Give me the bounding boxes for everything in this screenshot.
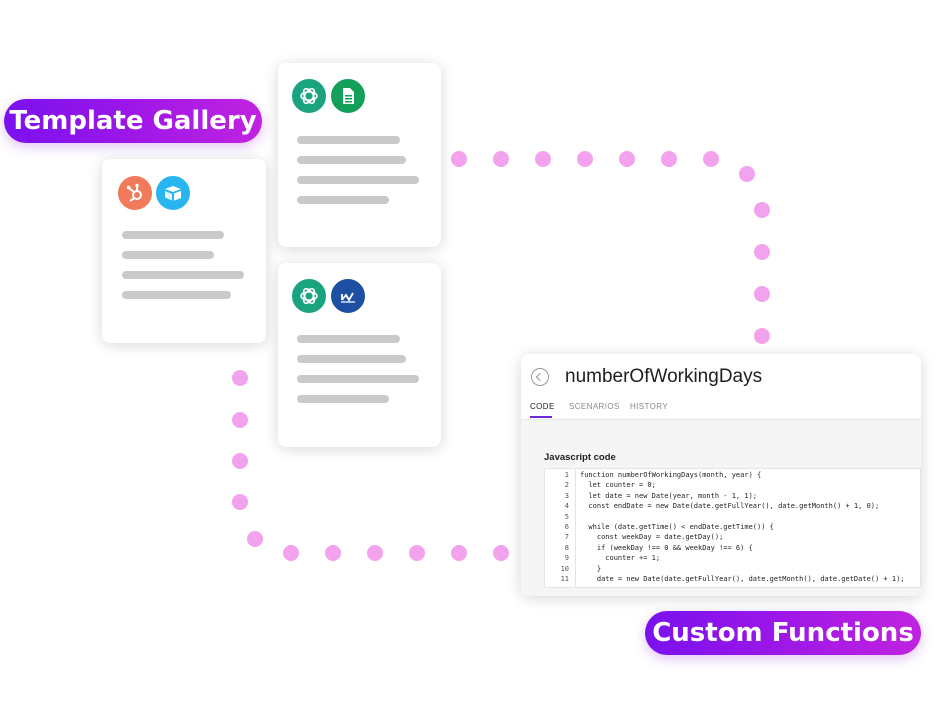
tab-scenarios[interactable]: SCENARIOS — [569, 402, 620, 411]
line-number: 3 — [564, 491, 569, 500]
template-card-hubspot-airtable[interactable] — [102, 159, 266, 343]
placeholder-line — [297, 335, 400, 343]
line-number: 4 — [564, 502, 569, 511]
code-line: if (weekDay !== 0 && weekDay !== 6) { — [580, 543, 753, 552]
code-line: let counter = 0; — [580, 481, 656, 490]
connector-dot — [232, 494, 248, 510]
line-number: 6 — [564, 523, 569, 531]
connector-dot — [661, 151, 677, 167]
connector-dot — [754, 286, 770, 302]
code-line: date = new Date(date.getFullYear(), date… — [580, 575, 905, 583]
webflow-icon — [329, 277, 367, 315]
connector-dot — [754, 244, 770, 260]
line-number: 5 — [564, 512, 569, 521]
connector-dot — [619, 151, 635, 167]
template-card-openai-webflow[interactable] — [278, 263, 441, 447]
line-number: 2 — [564, 481, 569, 490]
connector-dot — [232, 453, 248, 469]
connector-dot — [232, 370, 248, 386]
connector-dot — [247, 531, 263, 547]
code-section-label: Javascript code — [544, 452, 616, 463]
line-number: 11 — [560, 575, 569, 583]
placeholder-line — [122, 291, 231, 299]
connector-dot — [232, 412, 248, 428]
custom-function-editor: numberOfWorkingDays CODE SCENARIOS HISTO… — [521, 354, 921, 596]
connector-dot — [451, 151, 467, 167]
connector-dot — [535, 151, 551, 167]
placeholder-line — [122, 251, 214, 259]
connector-dot — [451, 545, 467, 561]
code-line: while (date.getTime() < endDate.getTime(… — [580, 523, 774, 531]
connector-dot — [283, 545, 299, 561]
line-number: 9 — [564, 554, 569, 563]
function-title: numberOfWorkingDays — [565, 366, 763, 387]
connector-dot — [493, 545, 509, 561]
code-line: const endDate = new Date(date.getFullYea… — [580, 502, 880, 511]
google-sheets-icon — [329, 77, 367, 115]
openai-icon — [290, 277, 328, 315]
code-line: const weekDay = date.getDay(); — [580, 533, 724, 542]
airtable-icon — [154, 174, 192, 212]
tabs-divider — [521, 419, 921, 420]
code-editor[interactable]: 1 2 3 4 5 6 7 8 9 10 11 function numberO… — [544, 468, 921, 588]
openai-icon — [290, 77, 328, 115]
connector-dot — [493, 151, 509, 167]
line-number: 7 — [564, 533, 569, 542]
line-number: 10 — [560, 564, 569, 573]
hubspot-icon — [116, 174, 154, 212]
active-tab-indicator — [530, 416, 552, 418]
tab-code[interactable]: CODE — [530, 402, 555, 411]
placeholder-line — [297, 355, 406, 363]
custom-functions-label: Custom Functions — [645, 611, 921, 655]
placeholder-line — [297, 196, 389, 204]
placeholder-line — [297, 375, 419, 383]
line-number: 1 — [564, 471, 569, 479]
connector-dot — [703, 151, 719, 167]
line-number-gutter: 1 2 3 4 5 6 7 8 9 10 11 — [545, 469, 576, 587]
placeholder-line — [122, 271, 244, 279]
connector-dot — [754, 328, 770, 344]
placeholder-line — [297, 395, 389, 403]
connector-dot — [739, 166, 755, 182]
template-gallery-label: Template Gallery — [4, 99, 262, 143]
code-line: let date = new Date(year, month - 1, 1); — [580, 491, 758, 500]
code-line: } — [580, 564, 602, 573]
placeholder-line — [297, 136, 400, 144]
template-card-openai-sheets[interactable] — [278, 63, 441, 247]
connector-dot — [367, 545, 383, 561]
placeholder-line — [122, 231, 224, 239]
connector-dot — [754, 202, 770, 218]
code-line: counter += 1; — [580, 554, 661, 563]
back-arrow-icon[interactable] — [531, 368, 549, 386]
connector-dot — [577, 151, 593, 167]
placeholder-line — [297, 176, 419, 184]
line-number: 8 — [564, 543, 569, 552]
connector-dot — [409, 545, 425, 561]
code-line: function numberOfWorkingDays(month, year… — [580, 471, 762, 479]
connector-dot — [325, 545, 341, 561]
tab-history[interactable]: HISTORY — [630, 402, 669, 411]
placeholder-line — [297, 156, 406, 164]
